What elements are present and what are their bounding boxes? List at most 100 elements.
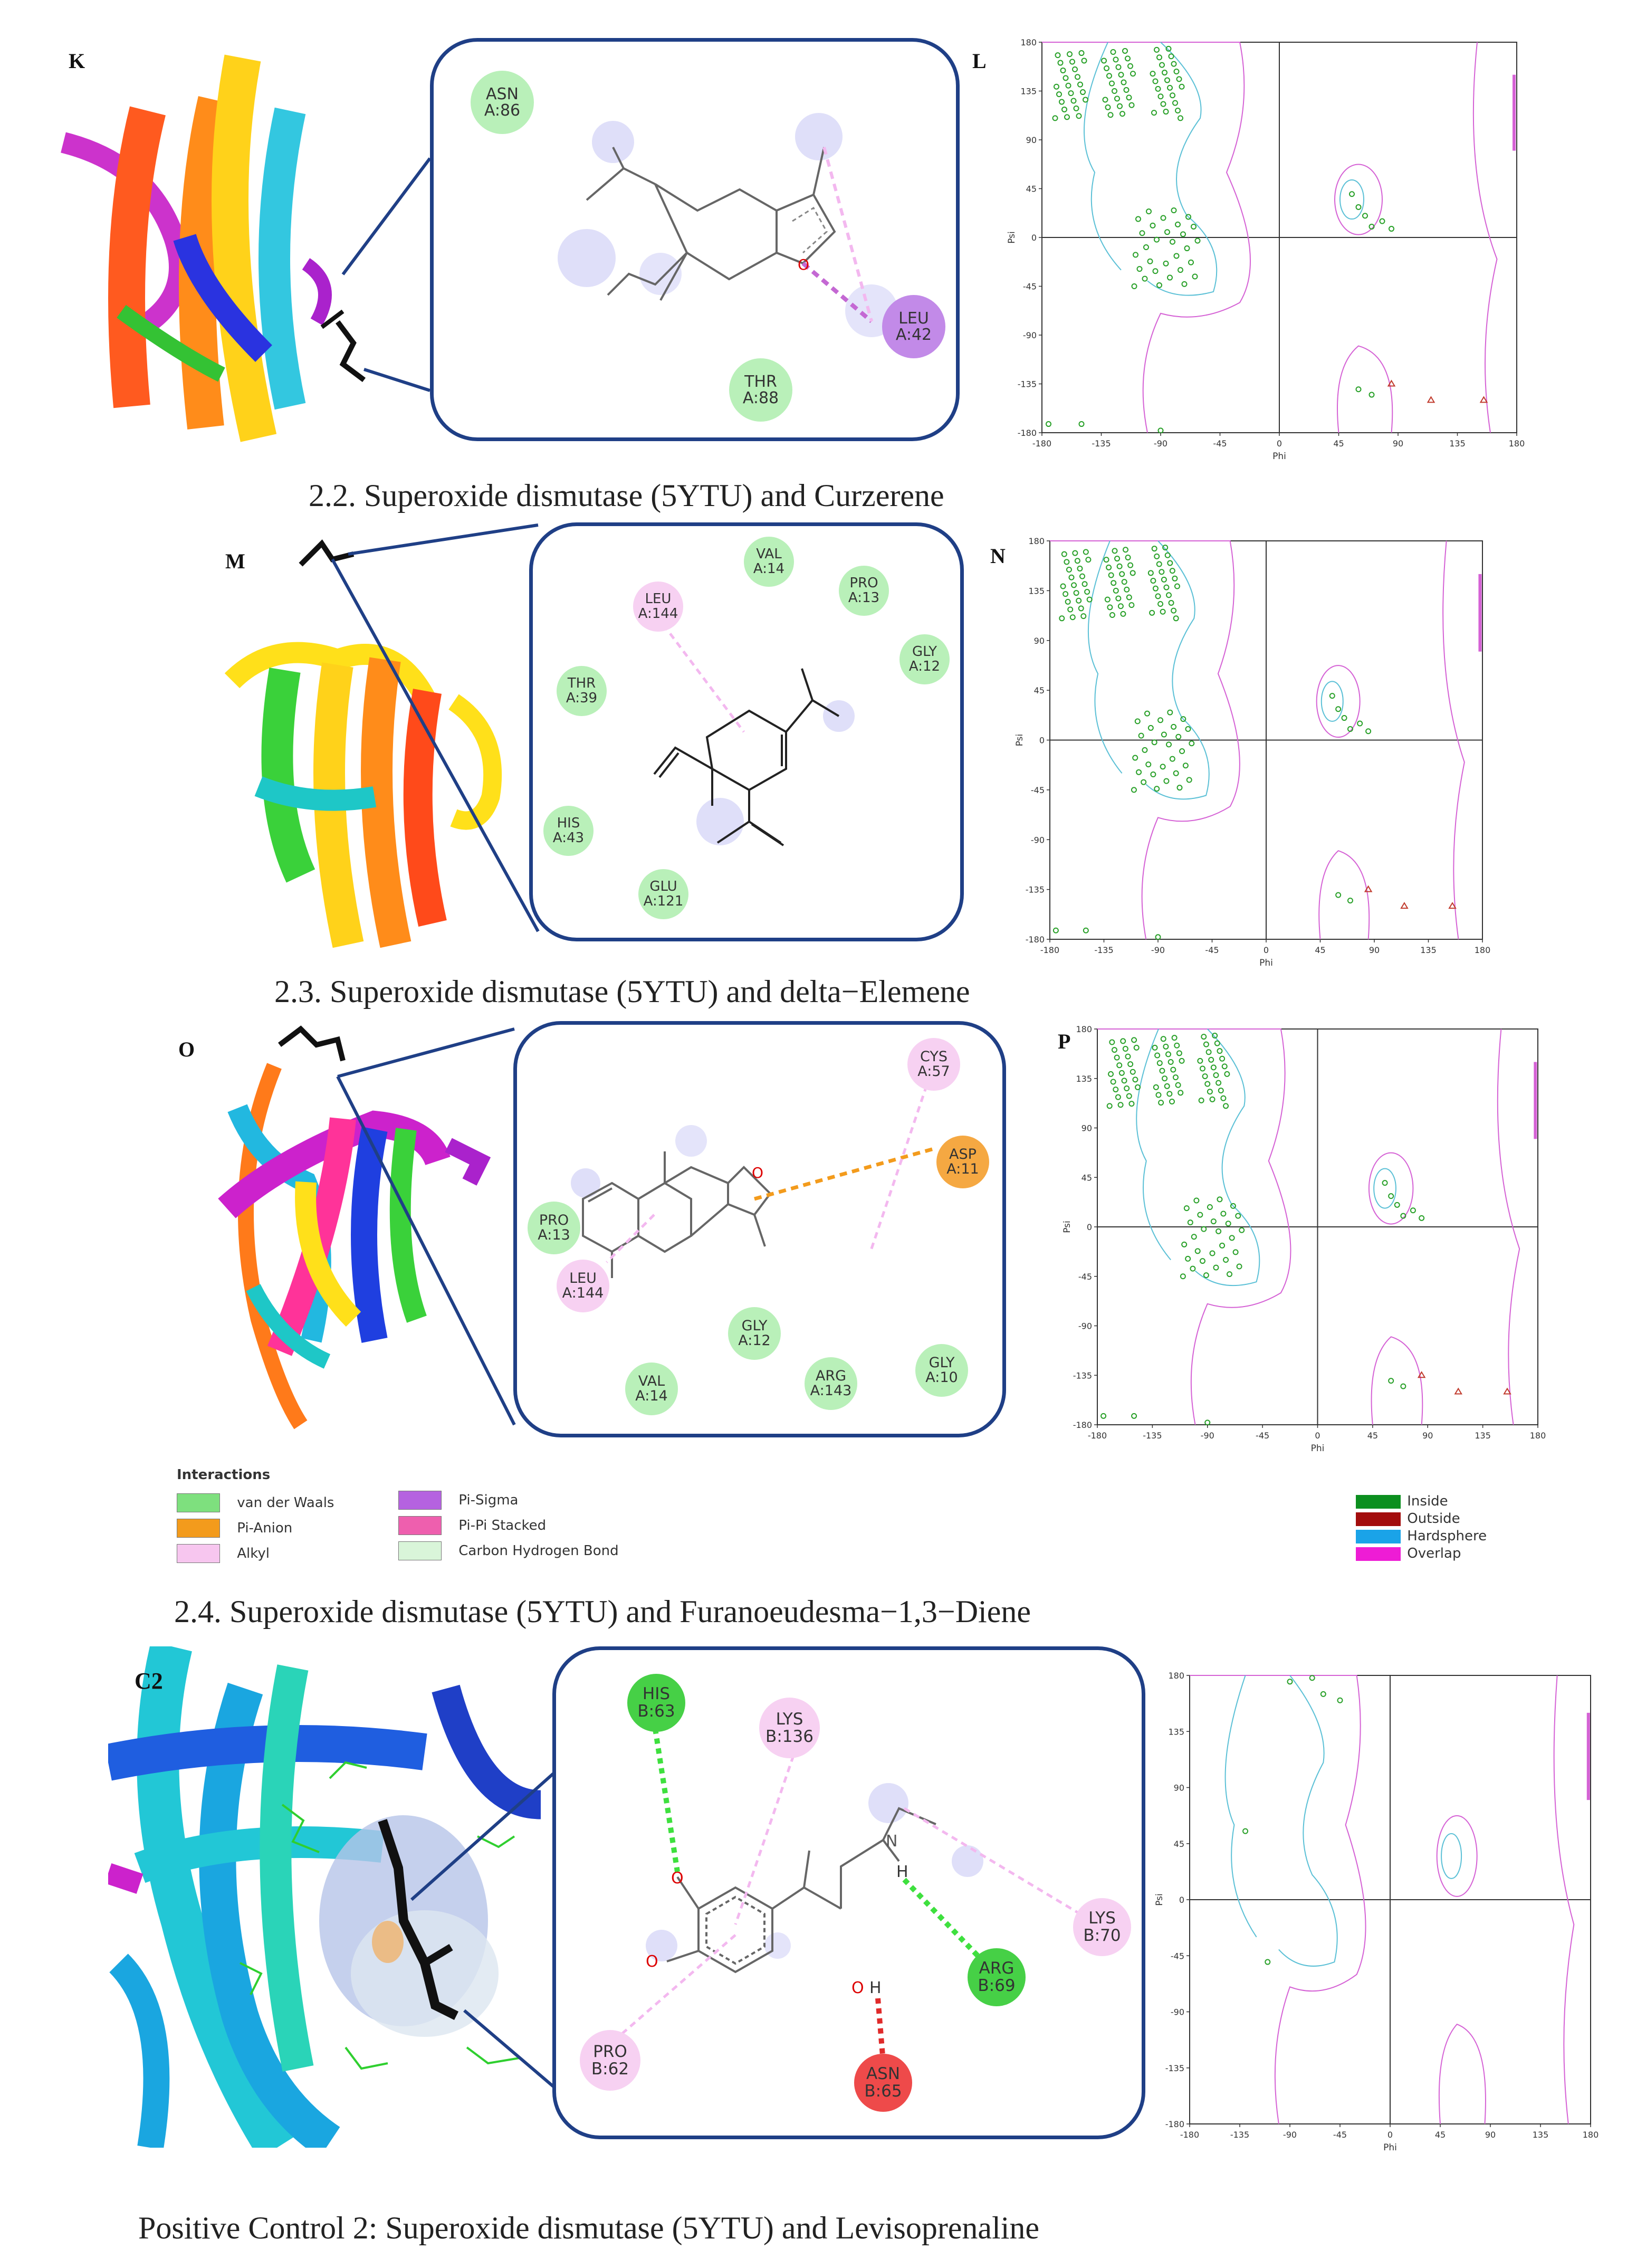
ramachandran-svg-l-x-tick-label: 0 xyxy=(1277,439,1282,449)
ramachandran-svg-p-point xyxy=(1221,1063,1228,1070)
ramachandran-svg-l-point xyxy=(1063,75,1069,81)
ramachandran-svg-p-point xyxy=(1169,1099,1175,1104)
ramachandran-svg-n-point xyxy=(1138,732,1144,739)
ramachandran-svg-l-x-tick-label: 90 xyxy=(1393,439,1403,449)
caption-curzerene: 2.2. Superoxide dismutase (5YTU) and Cur… xyxy=(309,478,944,513)
ramachandran-svg-n-point xyxy=(1123,547,1128,553)
ramachandran-svg-n-point xyxy=(1166,592,1172,598)
ramachandran-svg-l-point xyxy=(1127,63,1133,69)
ramachandran-svg-n-point xyxy=(1157,601,1164,607)
ramachandran-svg-c2-y-tick-label: -90 xyxy=(1171,2007,1184,2017)
ramachandran-svg-p-point xyxy=(1108,1071,1114,1077)
ramachandran-svg-l-point xyxy=(1106,73,1112,79)
ramachandran-svg-p-outlier-point xyxy=(1454,1387,1463,1395)
ramachandran-svg-p-point xyxy=(1110,1079,1116,1085)
ramachandran-svg-p-point xyxy=(1125,1053,1131,1060)
ramachandran-svg-p-y-tick-label: 0 xyxy=(1087,1222,1092,1232)
ramachandran-svg-p-point xyxy=(1164,1083,1170,1089)
ramachandran-svg-l-point xyxy=(1155,85,1161,92)
ramachandran-svg-p-point xyxy=(1223,1257,1229,1263)
ramachandran-svg-p-point xyxy=(1201,1034,1207,1040)
ramachandran-svg-l-outlier-point xyxy=(1427,396,1435,403)
ramachandran-svg-p-point xyxy=(1219,1242,1226,1249)
ramachandran-svg-p-point xyxy=(1220,1211,1227,1217)
ramachandran-svg-l-point xyxy=(1171,61,1177,67)
protein-surface-c2: C2 xyxy=(108,1646,567,2148)
ramachandran-svg-l-point xyxy=(1133,252,1138,258)
ramachandran-svg-n-x-tick-label: 90 xyxy=(1369,945,1380,955)
ramachandran-svg-p-y-tick-label: 135 xyxy=(1076,1074,1092,1084)
ramachandran-svg-l-point xyxy=(1168,53,1174,60)
ramachandran-svg-p-point xyxy=(1174,1042,1180,1049)
ramachandran-svg-p-point xyxy=(1212,1033,1218,1038)
ramachandran-svg-p-point xyxy=(1166,1091,1173,1097)
ramachandran-svg-p-point xyxy=(1199,1258,1205,1264)
ramachandran-svg-l-point xyxy=(1104,65,1109,71)
ramachandran-svg-p-y-tick-label: 180 xyxy=(1076,1024,1092,1034)
ramachandran-svg-n-allowed-contour-right xyxy=(1442,540,1465,940)
ramachandran-svg-p-y-tick-label: -90 xyxy=(1078,1321,1092,1331)
ramachandran-svg-p-x-tick-label: -45 xyxy=(1256,1431,1269,1441)
ramachandran-svg-l-point xyxy=(1107,112,1114,118)
ramachandran-svg-p-point xyxy=(1122,1046,1128,1052)
ramachandran-svg-l-point xyxy=(1060,67,1066,73)
ramachandran-svg-n-point xyxy=(1071,582,1077,588)
ramachandran-svg-n-point xyxy=(1052,927,1059,933)
ramachandran-svg-c2-point xyxy=(1265,1959,1271,1965)
ramachandran-svg-l-x-tick-label: -45 xyxy=(1213,439,1227,449)
ramachandran-svg-n-point xyxy=(1060,583,1066,589)
ramachandran-svg-p-y-tick-label: -180 xyxy=(1073,1420,1092,1430)
ramachandran-svg-p-allowed-contour-beta xyxy=(1097,1028,1291,1425)
ramachandran-svg-p-point xyxy=(1203,1041,1209,1047)
ramachandran-svg-n-point xyxy=(1068,574,1075,580)
ramachandran-svg-n-point xyxy=(1142,747,1148,753)
ramachandran-svg-l-y-tick-label: -90 xyxy=(1023,330,1037,340)
ramachandran-svg-n-point xyxy=(1173,770,1179,776)
ramachandran-svg-l-point xyxy=(1167,84,1173,91)
ramachandran-svg-c2-y-tick-label: 135 xyxy=(1168,1727,1184,1737)
legend-swatch-van-der-waals xyxy=(177,1493,220,1512)
ramachandran-svg-p-point xyxy=(1201,1226,1207,1232)
ramachandran-svg-n-point xyxy=(1182,763,1189,769)
ramachandran-svg-p-point xyxy=(1187,1219,1193,1226)
ramachandran-svg-n-point xyxy=(1113,587,1119,594)
atom-oxygen-c2-a: O xyxy=(671,1869,684,1888)
ramachandran-svg-l-y-axis-label: Psi xyxy=(1007,231,1017,244)
ramachandran-svg-n-point xyxy=(1185,726,1191,732)
ramachandran-svg-p-point xyxy=(1213,1264,1219,1271)
ramachandran-svg-n-y-tick-label: 135 xyxy=(1028,586,1045,596)
legend-item-carbon-hydrogen-bond: Carbon Hydrogen Bond xyxy=(398,1541,619,1560)
ramachandran-svg-n-y-tick-label: -45 xyxy=(1031,785,1045,795)
ramachandran-svg-l-x-axis-label: Phi xyxy=(1272,451,1286,462)
panel-letter-o: O xyxy=(178,1037,195,1061)
ramachandran-svg-n-point xyxy=(1121,579,1127,585)
ramachandran-svg-p-allowed-contour-bottom xyxy=(1371,1336,1423,1425)
ramachandran-svg-n-point xyxy=(1365,728,1372,735)
ramachandran-svg-l-point xyxy=(1157,93,1164,100)
ramachandran-svg-n-y-tick-label: 90 xyxy=(1034,636,1045,646)
ramachandran-svg-p-x-tick-label: 90 xyxy=(1422,1431,1433,1441)
legend-item-inside: Inside xyxy=(1356,1493,1448,1509)
ramachandran-svg-n-x-tick-label: 0 xyxy=(1264,945,1269,955)
legend-swatch-pi-anion xyxy=(177,1519,220,1538)
ramachandran-svg-p-point xyxy=(1198,1097,1204,1103)
legend-item-pi-pi-stacked: Pi-Pi Stacked xyxy=(398,1516,546,1535)
ramachandran-svg-n-point xyxy=(1159,569,1165,575)
ramachandran-svg-p-point xyxy=(1175,1082,1181,1088)
ramachandran-svg-p-core-contour-left xyxy=(1373,1168,1396,1209)
ramachandran-svg-c2-core-contour-left xyxy=(1441,1833,1462,1879)
ramachandran-svg-n-point xyxy=(1112,548,1118,554)
ramachandran-svg-p-point xyxy=(1190,1265,1196,1272)
ramachandran-svg-n-point xyxy=(1180,716,1186,722)
legend-item-pi-sigma: Pi-Sigma xyxy=(398,1491,518,1510)
ramachandran-svg-p-point xyxy=(1178,1090,1184,1096)
ramachandran-svg-p-point xyxy=(1162,1075,1168,1082)
